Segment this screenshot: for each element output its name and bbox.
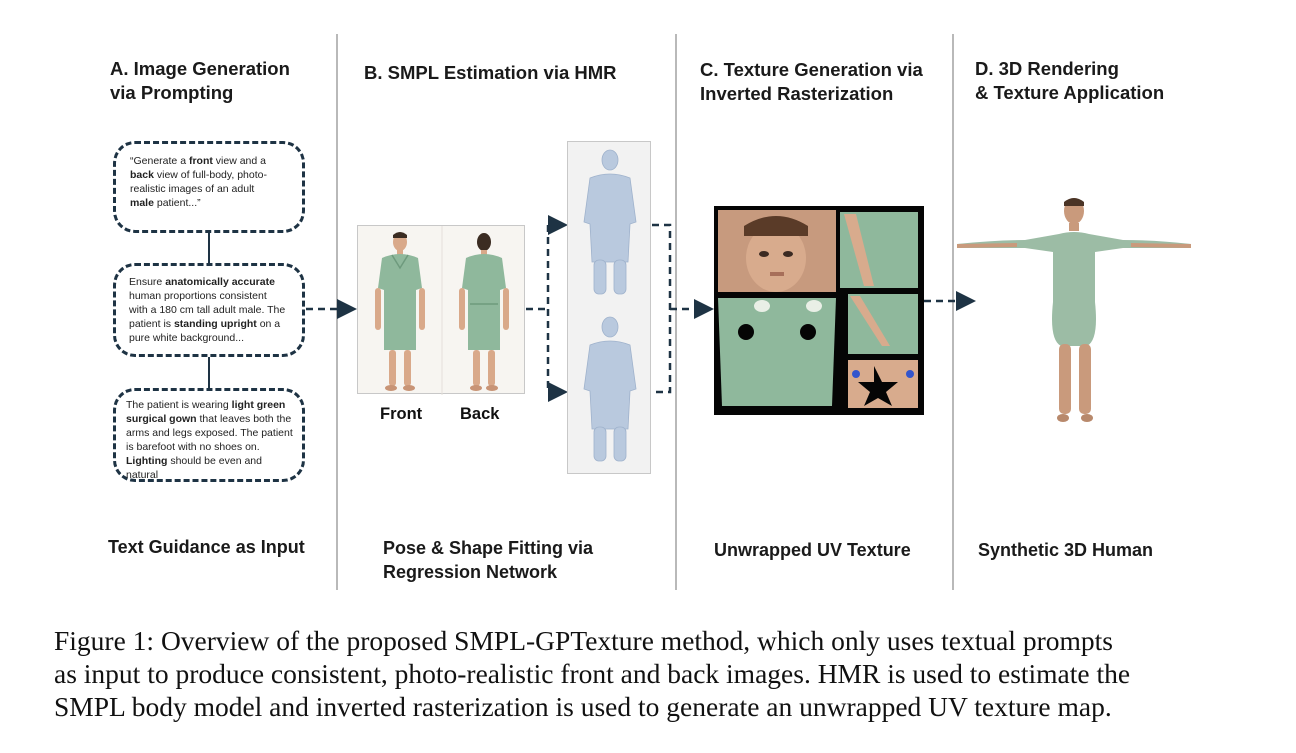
connector-line: [208, 357, 210, 388]
label-uv-texture: Unwrapped UV Texture: [714, 540, 911, 560]
front-back-photo: [357, 225, 525, 395]
figure-caption: Figure 1: Overview of the proposed SMPL-…: [54, 625, 1131, 722]
patient-photo-illustration: [375, 226, 509, 395]
uv-texture-illustration: [718, 210, 918, 408]
back-label: Back: [460, 405, 500, 423]
rendered-3d-human: [957, 198, 1191, 422]
smpl-mesh-panel: [567, 141, 651, 474]
connector-line: [208, 233, 210, 263]
column-divider: [952, 34, 954, 590]
column-divider: [675, 34, 677, 590]
label-text-guidance: Text Guidance as Input: [108, 537, 305, 557]
prompt-box-clothing: The patient is wearing light green surgi…: [113, 388, 305, 482]
heading-smpl-estimation: B. SMPL Estimation via HMR: [364, 62, 617, 83]
heading-3d-rendering: D. 3D Rendering& Texture Application: [975, 58, 1165, 103]
label-synthetic-human: Synthetic 3D Human: [978, 540, 1154, 560]
prompt-box-generate: “Generate a front view and a back view o…: [113, 141, 305, 233]
smpl-mesh-illustration: [583, 149, 637, 462]
prompt-box-anatomy: Ensure anatomically accurate human propo…: [113, 263, 305, 357]
uv-texture-map: [714, 206, 924, 415]
front-label: Front: [380, 405, 423, 423]
